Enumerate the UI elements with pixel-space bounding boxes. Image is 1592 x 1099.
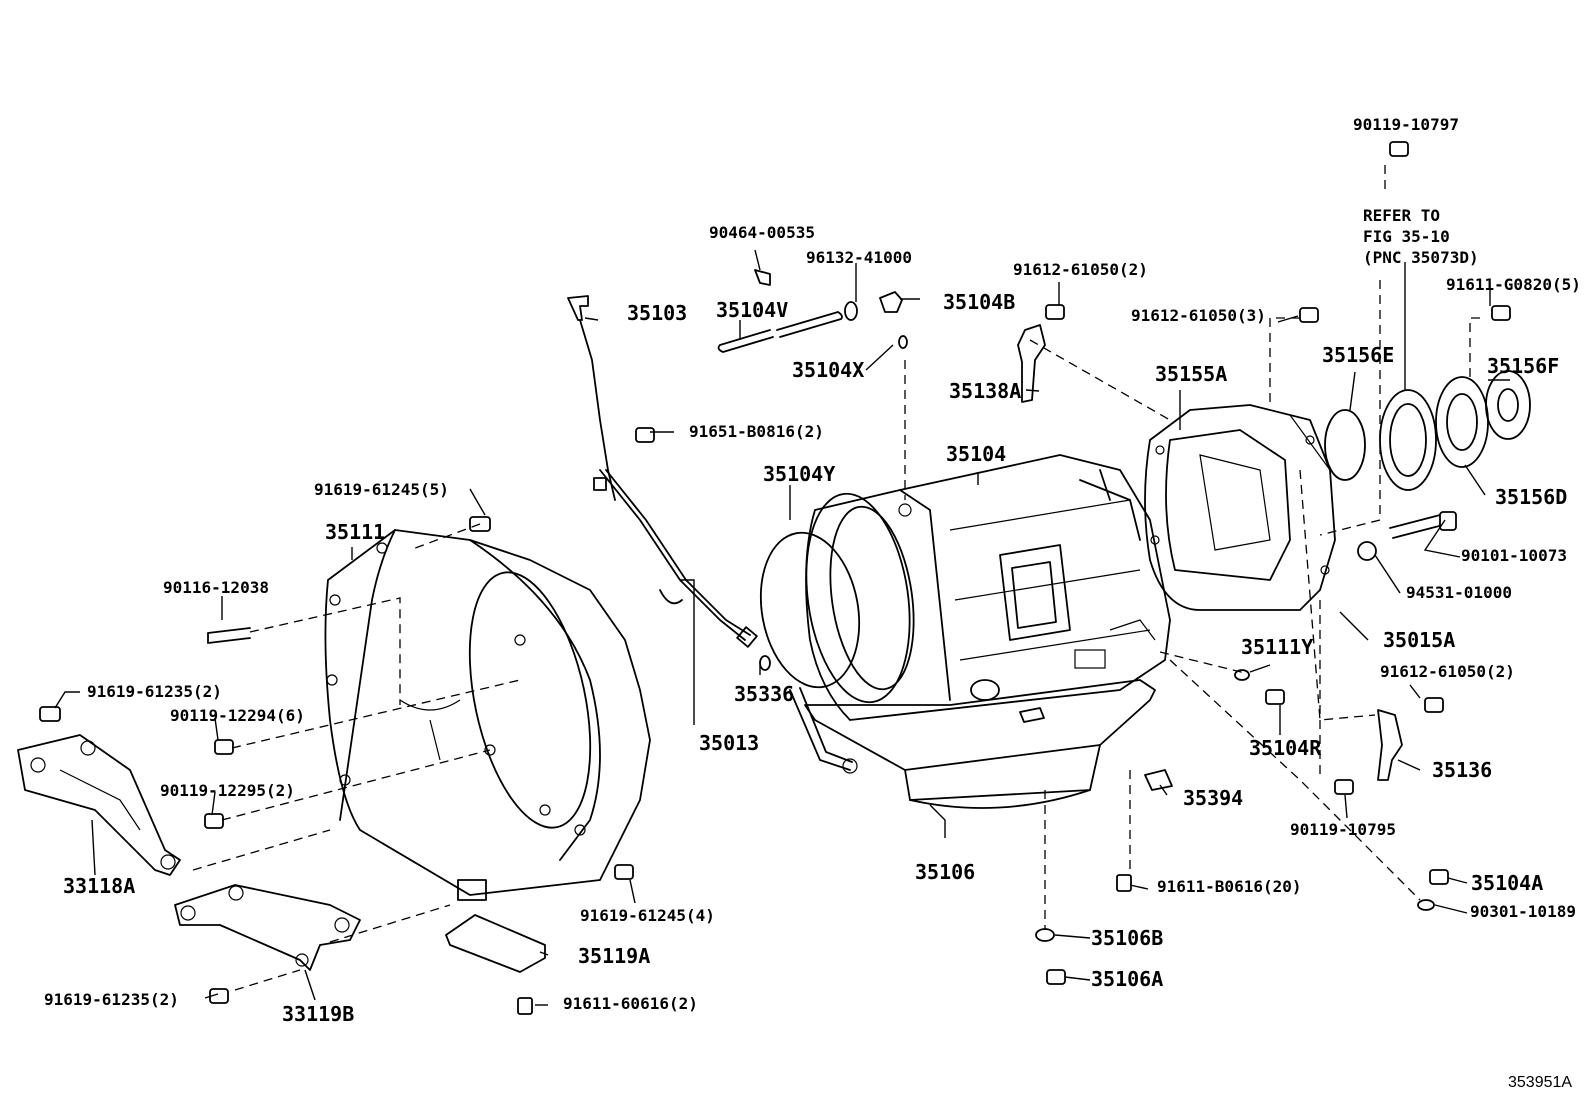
label-35104r[interactable]: 35104R (1249, 736, 1322, 760)
label-35104a[interactable]: 35104A (1471, 871, 1544, 895)
label-35155a[interactable]: 35155A (1155, 362, 1228, 386)
bolts-and-fittings (39, 141, 1511, 1015)
plate-35119a-drawing (445, 914, 546, 973)
label-35394[interactable]: 35394 (1183, 786, 1244, 810)
label-90119-10795[interactable]: 90119-10795 (1290, 820, 1396, 839)
label-91619-61245-4[interactable]: 91619-61245(4) (580, 906, 715, 925)
label-33119b[interactable]: 33119B (282, 1002, 355, 1026)
label-35104v[interactable]: 35104V (716, 298, 789, 322)
bracket-35138a-drawing (1017, 324, 1046, 403)
oil-seal-drawing (1379, 389, 1437, 491)
dipstick-drawing (567, 295, 758, 648)
leader-lines (54, 249, 1510, 1006)
bearing-35156f-drawing (1485, 370, 1531, 440)
label-35103[interactable]: 35103 (627, 301, 688, 325)
label-35104b[interactable]: 35104B (943, 290, 1016, 314)
label-35104[interactable]: 35104 (946, 442, 1007, 466)
label-91611-g0820-5[interactable]: 91611-G0820(5) (1446, 275, 1581, 294)
label-91611-b0616-20[interactable]: 91611-B0616(20) (1157, 877, 1302, 896)
figure-id: 353951A (1508, 1074, 1573, 1091)
gasket-35156e-drawing (1324, 409, 1366, 481)
label-90301-10189[interactable]: 90301-10189 (1470, 902, 1576, 921)
label-91612-61050-2-top[interactable]: 91612-61050(2) (1013, 260, 1148, 279)
label-91619-61235-2-top[interactable]: 91619-61235(2) (87, 682, 222, 701)
label-90101-10073[interactable]: 90101-10073 (1461, 546, 1567, 565)
label-35106b[interactable]: 35106B (1091, 926, 1164, 950)
label-91611-60616-2[interactable]: 91611-60616(2) (563, 994, 698, 1013)
label-35104y[interactable]: 35104Y (763, 462, 836, 486)
label-35156e[interactable]: 35156E (1322, 343, 1395, 367)
transmission-case-drawing (759, 454, 1171, 721)
label-35104x[interactable]: 35104X (792, 358, 865, 382)
dust-deflector-35156d-drawing (1435, 376, 1489, 468)
label-91612-61050-3[interactable]: 91612-61050(3) (1131, 306, 1266, 325)
refer-note: REFER TO FIG 35-10 (PNC 35073D) (1363, 206, 1479, 267)
extension-housing-drawing (1144, 404, 1336, 611)
label-35106[interactable]: 35106 (915, 860, 976, 884)
pipe-35104v-drawing (717, 269, 903, 353)
label-35015a[interactable]: 35015A (1383, 628, 1456, 652)
label-90464-00535[interactable]: 90464-00535 (709, 223, 815, 242)
converter-housing-drawing (324, 529, 651, 901)
label-35111y[interactable]: 35111Y (1241, 635, 1314, 659)
label-90116-12038[interactable]: 90116-12038 (163, 578, 269, 597)
label-94531-01000[interactable]: 94531-01000 (1406, 583, 1512, 602)
label-35111[interactable]: 35111 (325, 520, 386, 544)
label-33118a[interactable]: 33118A (63, 874, 136, 898)
bracket-33118a-drawing (17, 734, 181, 876)
assembly-lines (192, 165, 1480, 991)
bracket-33119b-drawing (174, 884, 361, 971)
oil-pan-drawing (789, 679, 1156, 809)
label-91612-61050-2-bottom[interactable]: 91612-61050(2) (1380, 662, 1515, 681)
label-35106a[interactable]: 35106A (1091, 967, 1164, 991)
label-35013[interactable]: 35013 (699, 731, 760, 755)
label-91619-61245-5[interactable]: 91619-61245(5) (314, 480, 449, 499)
label-35136[interactable]: 35136 (1432, 758, 1493, 782)
label-35156d[interactable]: 35156D (1495, 485, 1568, 509)
label-35119a[interactable]: 35119A (578, 944, 651, 968)
label-90119-10797[interactable]: 90119-10797 (1353, 115, 1459, 134)
label-35336[interactable]: 35336 (734, 682, 795, 706)
lever-35136-drawing (1377, 709, 1403, 781)
label-96132-41000[interactable]: 96132-41000 (806, 248, 912, 267)
label-90119-12295-2[interactable]: 90119-12295(2) (160, 781, 295, 800)
label-91619-61235-2-bottom[interactable]: 91619-61235(2) (44, 990, 179, 1009)
label-35156f[interactable]: 35156F (1487, 354, 1560, 378)
label-91651-b0816-2[interactable]: 91651-B0816(2) (689, 422, 824, 441)
label-90119-12294-6[interactable]: 90119-12294(6) (170, 706, 305, 725)
label-35138a[interactable]: 35138A (949, 379, 1022, 403)
